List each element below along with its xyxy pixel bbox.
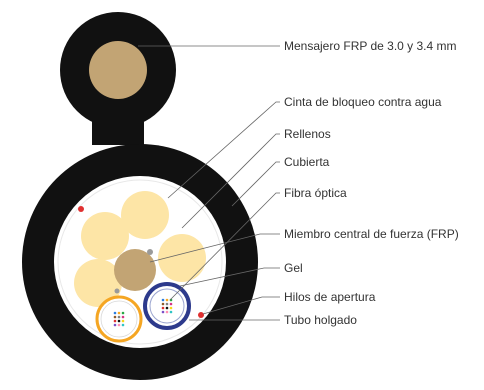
leader-ripcord (202, 296, 280, 315)
leader-central-member (149, 233, 280, 263)
leader-lines (138, 45, 280, 321)
label-fillers: Rellenos (284, 127, 331, 141)
filler (74, 259, 122, 307)
messenger-section (60, 12, 176, 128)
label-gel: Gel (284, 261, 303, 275)
central-strength-member (114, 249, 156, 291)
label-optical-fiber: Fibra óptica (284, 186, 347, 200)
label-loose-tube: Tubo holgado (284, 313, 357, 327)
loose-tube-orange (95, 295, 143, 343)
leader-fillers (181, 133, 280, 229)
filler (158, 234, 206, 282)
filler (81, 212, 129, 260)
cable-web (92, 115, 144, 145)
gel-dot (114, 288, 120, 294)
label-sheath: Cubierta (284, 155, 330, 169)
label-central-member: Miembro central de fuerza (FRP) (284, 227, 459, 241)
label-water-tape: Cinta de bloqueo contra agua (284, 95, 442, 109)
leader-water-tape (167, 101, 280, 199)
leader-optical-fiber (169, 192, 280, 301)
filler (121, 191, 169, 239)
ripcord-marker (198, 312, 204, 318)
messenger-frp-core (89, 41, 147, 99)
label-messenger: Mensajero FRP de 3.0 y 3.4 mm (284, 39, 457, 53)
main-cable-section (22, 144, 258, 380)
leader-gel (179, 267, 280, 287)
loose-tube-blue (143, 282, 191, 330)
ripcord-marker (78, 206, 84, 212)
fiber-bundle (161, 298, 173, 314)
leader-sheath (231, 161, 280, 207)
gel-dot (147, 249, 153, 255)
label-ripcord: Hilos de apertura (284, 290, 376, 304)
fiber-bundle (113, 311, 125, 327)
